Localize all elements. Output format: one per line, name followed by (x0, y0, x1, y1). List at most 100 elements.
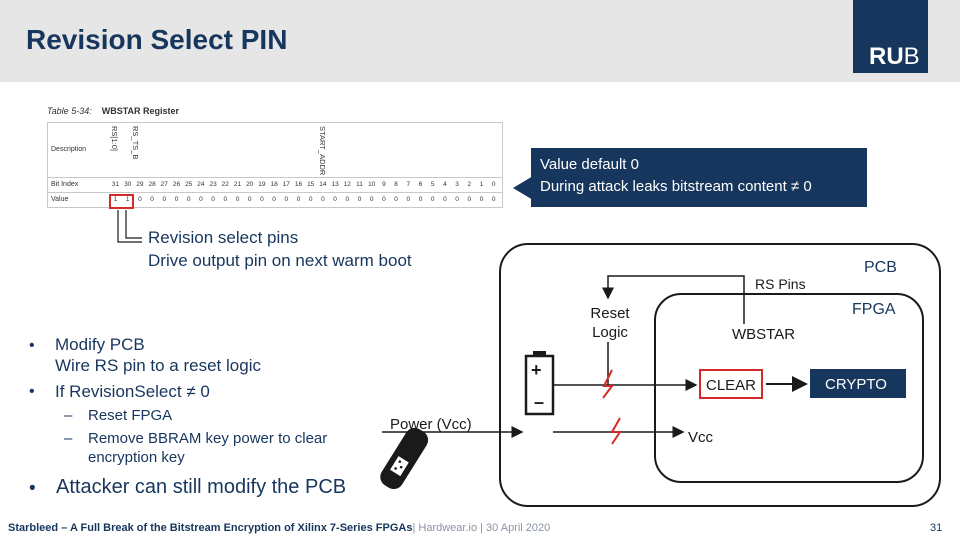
footer-venue: | Hardwear.io | 30 April 2020 (412, 522, 551, 534)
bit-value-cell: 1 (113, 196, 118, 203)
bit-value-cell: 0 (138, 196, 142, 203)
bit-value-cell: 0 (394, 196, 398, 203)
bullet-revision-select: If RevisionSelect ≠ 0 (55, 382, 210, 401)
bit-value-cell: 0 (345, 196, 350, 203)
bit-value-cell: 0 (333, 196, 337, 203)
bit-value-cell: 0 (199, 196, 203, 203)
row-label-description: Description (51, 146, 87, 153)
bit-value-cell: 0 (260, 196, 264, 203)
bit-value-cell: 0 (296, 196, 301, 203)
bit-index-cell: 20 (246, 181, 254, 188)
bit-index-cell: 19 (258, 181, 266, 188)
bit-index-cell: 11 (356, 181, 363, 188)
battery-plus: + (531, 360, 542, 380)
bit-index-cell: 12 (343, 181, 351, 188)
bit-value-cell: 0 (443, 196, 447, 203)
sub-bullet-remove-bbram: Remove BBRAM key power to clear (88, 430, 328, 447)
fpga-outline (654, 293, 924, 483)
bit-value-cell: 0 (162, 196, 167, 203)
bit-value-cell: 0 (211, 196, 215, 203)
reset-wire (607, 342, 698, 391)
rub-logo: RUB (853, 0, 928, 73)
bullet-marker: • (29, 383, 35, 400)
row-label-value: Value (51, 196, 69, 203)
sub-bullet-reset-fpga: Reset FPGA (88, 407, 173, 424)
header-bar (0, 0, 960, 82)
bit-index-cell: 14 (319, 181, 327, 188)
wbstar-register-table: Table 5-34: WBSTAR Register Description B… (47, 106, 503, 210)
bullet-marker: • (29, 478, 36, 499)
bit-value-cell: 0 (455, 196, 459, 203)
crypto-label: CRYPTO (825, 376, 887, 393)
bit-value-cell: 0 (357, 196, 362, 203)
battery-minus: – (534, 392, 545, 412)
bit-value-cell: 0 (406, 196, 411, 203)
annotation-subtitle: Drive output pin on next warm boot (148, 251, 412, 270)
bit-index-cell: 1 (479, 181, 484, 188)
bit-index-cell: 26 (172, 181, 181, 188)
clear-box (699, 369, 763, 399)
bit-value-cell: 0 (369, 196, 374, 203)
bit-index-cell: 31 (111, 181, 120, 188)
lightning-icon-2 (610, 417, 622, 445)
bit-index-cell: 15 (307, 181, 315, 188)
lightning-icon-1 (602, 369, 614, 399)
bullet-wire-rs: Wire RS pin to a reset logic (55, 356, 261, 375)
bit-index-cell: 3 (455, 181, 459, 188)
bit-value-cell: 0 (186, 196, 191, 203)
bit-value-cell: 1 (125, 196, 130, 203)
bit-index-cell: 25 (185, 181, 193, 188)
logo-bold-text: RU (869, 43, 904, 70)
rs-pins-wire (602, 275, 745, 324)
bit-index-cell: 16 (294, 181, 303, 188)
bit-index-cell: 28 (148, 181, 156, 188)
bit-index-cell: 5 (430, 181, 435, 188)
bit-index-cell: 23 (209, 181, 217, 188)
bit-index-cell: 29 (136, 181, 144, 188)
bit-value-cell: 0 (430, 196, 435, 203)
bit-index-cell: 24 (197, 181, 205, 188)
reset-logic-label-2: Logic (592, 324, 628, 341)
row-label-bit-index: Bit Index (51, 181, 79, 188)
rs-pins-label: RS Pins (755, 276, 806, 292)
footer-text: Starbleed – A Full Break of the Bitstrea… (8, 522, 550, 534)
value-callout: Value default 0 During attack leaks bits… (531, 148, 867, 207)
table-caption-title: WBSTAR Register (101, 106, 180, 116)
bit-value-cell: 0 (272, 196, 276, 203)
power-label: Power (Vcc) (390, 416, 472, 433)
bit-index-cell: 0 (491, 181, 496, 188)
sub-bullet-dash: – (64, 430, 73, 447)
wbstar-label: WBSTAR (732, 326, 796, 343)
footer-title: Starbleed – A Full Break of the Bitstrea… (8, 522, 413, 534)
bullet-marker: • (29, 337, 35, 354)
sub-bullet-dash: – (64, 407, 73, 424)
annotation-connector (117, 210, 142, 243)
sub-bullet-encryption-key: encryption key (88, 449, 185, 466)
pcb-label: PCB (864, 259, 897, 276)
bit-value-cell: 0 (467, 196, 472, 203)
bit-index-cell: 4 (443, 181, 447, 188)
bit-value-cell: 0 (491, 196, 496, 203)
fpga-label: FPGA (852, 301, 896, 318)
table-caption-prefix: Table 5-34: (47, 106, 92, 116)
annotation-title: Revision select pins (148, 228, 299, 247)
bit-index-cell: 17 (282, 181, 290, 188)
bit-value-cell: 0 (223, 196, 228, 203)
bit-value-cell: 0 (418, 196, 423, 203)
bit-value-cell: 0 (284, 196, 289, 203)
rs-bits-highlight (109, 194, 134, 209)
bit-index-cell: 30 (124, 181, 132, 188)
table-caption: Table 5-34: WBSTAR Register (47, 106, 179, 116)
bit-index-cell: 6 (418, 181, 423, 188)
bit-value-cell: 0 (308, 196, 313, 203)
callout-line-1: Value default 0 (540, 156, 639, 173)
callout-tail (513, 176, 533, 200)
bit-value-cell: 0 (174, 196, 179, 203)
bit-value-cell: 0 (150, 196, 154, 203)
bit-index-cell: 27 (160, 181, 168, 188)
crypto-box (810, 369, 906, 398)
reset-logic-label-1: Reset (590, 305, 630, 322)
bit-index-cell: 2 (467, 181, 472, 188)
bit-index-cell: 10 (368, 181, 376, 188)
